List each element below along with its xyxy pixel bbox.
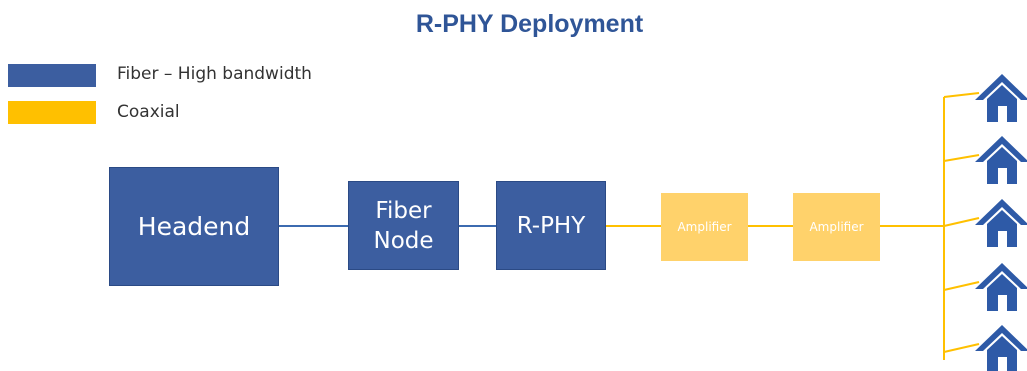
legend-swatch-fiber <box>8 64 96 87</box>
amplifier-label-2: Amplifier <box>809 220 864 234</box>
fiber-node: Fiber Node <box>348 181 459 270</box>
legend-label-coaxial: Coaxial <box>117 102 180 122</box>
house-icon <box>975 325 1027 371</box>
house-icon <box>975 263 1027 311</box>
headend-label: Headend <box>137 212 251 241</box>
coax-drop-2 <box>943 154 980 162</box>
rphy-label: R-PHY <box>516 212 586 239</box>
rphy-node: R-PHY <box>496 181 606 270</box>
coax-drop-3 <box>943 217 980 227</box>
fiber-node-label-line2: Node <box>373 227 434 254</box>
legend-swatch-coaxial <box>8 101 96 124</box>
house-icon <box>975 199 1027 247</box>
legend-label-fiber: Fiber – High bandwidth <box>117 64 312 84</box>
amplifier-label-1: Amplifier <box>677 220 732 234</box>
house-icon <box>975 136 1027 184</box>
house-icon <box>975 74 1027 122</box>
amplifier-node-1: Amplifier <box>661 193 748 261</box>
fiber-node-label-line1: Fiber <box>375 197 432 224</box>
coax-drop-5 <box>943 343 980 353</box>
amplifier-node-2: Amplifier <box>793 193 880 261</box>
headend-node: Headend <box>109 167 279 286</box>
diagram-title: R-PHY Deployment <box>415 10 644 38</box>
coax-drop-1 <box>943 92 980 98</box>
coax-drop-4 <box>943 281 980 291</box>
